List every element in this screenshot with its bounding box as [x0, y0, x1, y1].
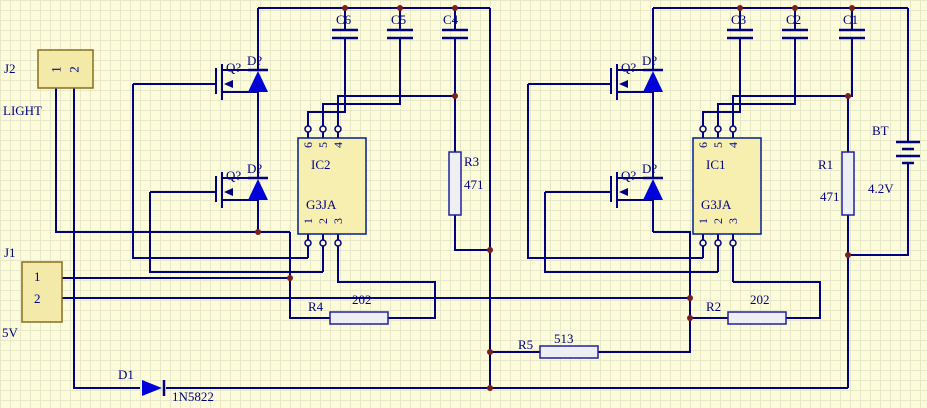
ic2-part-label[interactable]: G3JA: [306, 197, 337, 212]
capacitor-c6[interactable]: [332, 28, 358, 40]
ic2-body[interactable]: [297, 125, 367, 247]
c3-label[interactable]: C3: [731, 12, 747, 27]
d1-value-label[interactable]: 1N5822: [172, 389, 214, 404]
connector-j1-box[interactable]: [21, 261, 63, 323]
ic1-ref-label[interactable]: IC1: [706, 157, 726, 172]
mosfet-bottom-left[interactable]: [215, 172, 233, 208]
connector-j2-box[interactable]: [37, 49, 94, 89]
ic2-pin5-label: 5: [316, 142, 330, 148]
q-top-right-label[interactable]: Q?: [621, 60, 637, 75]
ic1-pin4-label: 4: [726, 142, 740, 148]
j1-ref-label[interactable]: J1: [4, 245, 16, 260]
j1-net-label[interactable]: 5V: [2, 325, 18, 340]
mosfet-top-right[interactable]: [610, 64, 628, 100]
r4-ref-label[interactable]: R4: [308, 299, 324, 314]
battery-voltage-label[interactable]: 4.2V: [868, 181, 894, 196]
battery-ref-label[interactable]: BT: [872, 123, 889, 138]
mosfet-bottom-right[interactable]: [610, 172, 628, 208]
d-bottom-left-label[interactable]: D?: [247, 161, 263, 176]
capacitor-c1[interactable]: [839, 28, 865, 40]
ic1-pin2-label: 2: [711, 218, 725, 224]
r1-ref-label[interactable]: R1: [818, 157, 834, 172]
j2-net-label[interactable]: LIGHT: [3, 103, 42, 118]
ic2-pin3-label: 3: [331, 218, 345, 224]
wire-layer: [55, 7, 909, 389]
resistor-r4[interactable]: [329, 311, 389, 325]
ic1-pin3-label: 3: [726, 218, 740, 224]
j1-pin2-label: 2: [34, 291, 41, 306]
j2-pin1-label: 1: [48, 66, 64, 73]
ic1-pin6-label: 6: [696, 142, 710, 148]
capacitor-c2[interactable]: [782, 28, 808, 40]
c2-label[interactable]: C2: [786, 12, 802, 27]
c1-label[interactable]: C1: [843, 12, 859, 27]
diode-bottom-left[interactable]: [248, 176, 268, 200]
d-top-left-label[interactable]: D?: [247, 53, 263, 68]
diode-top-right[interactable]: [643, 68, 663, 92]
r2-ref-label[interactable]: R2: [706, 299, 722, 314]
ic1-part-label[interactable]: G3JA: [701, 197, 732, 212]
battery-bt[interactable]: [896, 140, 920, 165]
capacitor-c3[interactable]: [727, 28, 753, 40]
c4-label[interactable]: C4: [443, 12, 459, 27]
ic1-body[interactable]: [692, 125, 762, 247]
resistor-r1[interactable]: [841, 151, 855, 216]
ic2-pin4-label: 4: [331, 142, 345, 148]
resistor-r2[interactable]: [727, 311, 787, 325]
j2-pin2-label: 2: [66, 66, 82, 73]
j2-ref-label[interactable]: J2: [4, 61, 16, 76]
r1-value-label[interactable]: 471: [820, 189, 840, 204]
d-bottom-right-label[interactable]: D?: [642, 161, 658, 176]
ic2-pin1-label: 1: [301, 218, 315, 224]
r4-value-label[interactable]: 202: [352, 292, 372, 307]
ic2-pin-circles: [304, 125, 342, 247]
d1-ref-label[interactable]: D1: [118, 367, 134, 382]
diode-bottom-right[interactable]: [643, 176, 663, 200]
q-top-left-label[interactable]: Q?: [226, 60, 242, 75]
q-bottom-right-label[interactable]: Q?: [621, 168, 637, 183]
ic2-pin2-label: 2: [316, 218, 330, 224]
ic2-ref-label[interactable]: IC2: [311, 157, 331, 172]
c5-label[interactable]: C5: [391, 12, 407, 27]
r3-value-label[interactable]: 471: [464, 177, 484, 192]
junction-dots: [255, 5, 855, 391]
ic1-pin1-label: 1: [696, 218, 710, 224]
d-top-right-label[interactable]: D?: [642, 53, 658, 68]
r5-value-label[interactable]: 513: [554, 331, 574, 346]
r5-ref-label[interactable]: R5: [518, 337, 534, 352]
ic1-pin5-label: 5: [711, 142, 725, 148]
q-bottom-left-label[interactable]: Q?: [226, 168, 242, 183]
resistor-r5[interactable]: [539, 345, 599, 359]
c6-label[interactable]: C6: [336, 12, 352, 27]
resistor-r3[interactable]: [448, 151, 462, 216]
r3-ref-label[interactable]: R3: [464, 154, 480, 169]
diode-top-left[interactable]: [248, 68, 268, 92]
capacitor-c5[interactable]: [387, 28, 413, 40]
r2-value-label[interactable]: 202: [750, 292, 770, 307]
capacitor-c4[interactable]: [442, 28, 468, 40]
ic1-pin-circles: [699, 125, 737, 247]
ic2-pin6-label: 6: [301, 142, 315, 148]
diode-d1[interactable]: [142, 380, 166, 396]
j1-pin1-label: 1: [34, 269, 41, 284]
mosfet-top-left[interactable]: [215, 64, 233, 100]
